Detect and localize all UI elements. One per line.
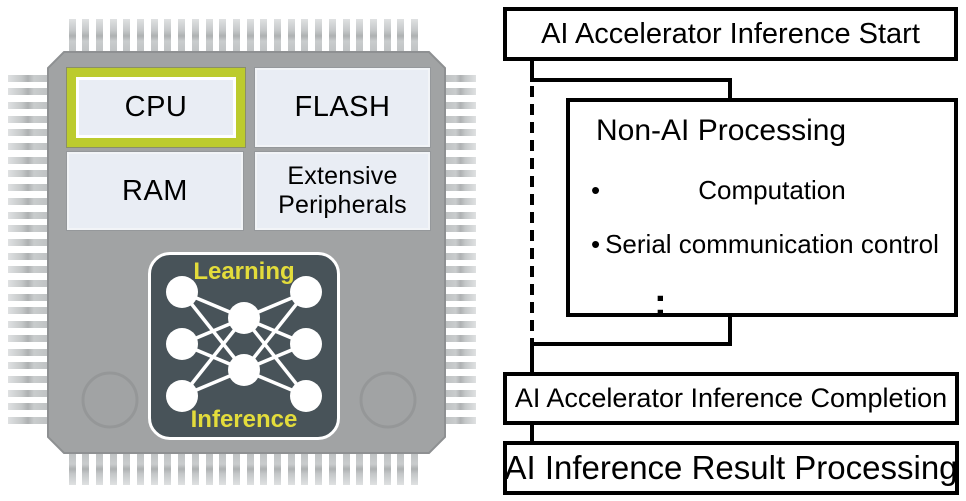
bullet-marker: • — [590, 229, 601, 259]
bullet-text: Serial communication control — [605, 229, 939, 259]
microcontroller-chip: CPU FLASH RAM Extensive Peripherals Lear… — [8, 19, 476, 485]
start-label: AI Accelerator Inference Start — [541, 17, 920, 50]
bullet-marker: • — [590, 175, 601, 205]
connector-start-to-nonai — [530, 59, 732, 98]
ram-block: RAM — [67, 152, 243, 230]
non-ai-title: Non-AI Processing — [596, 114, 847, 147]
flash-block: FLASH — [255, 68, 430, 147]
chip-dimple-right — [359, 371, 417, 429]
neural-network-graphic — [166, 276, 322, 412]
accelerator-learning-label: Learning — [193, 258, 295, 285]
accelerator-inference-label: Inference — [190, 406, 298, 433]
chip-pins — [8, 19, 476, 485]
non-ai-processing-box: Non-AI Processing • Computation • Serial… — [566, 98, 958, 322]
completion-label: AI Accelerator Inference Completion — [514, 383, 948, 413]
chip-dimple-left — [81, 371, 139, 429]
ram-label: RAM — [122, 174, 188, 207]
result-label: AI Inference Result Processing — [504, 449, 958, 486]
flash-label: FLASH — [294, 91, 391, 123]
bullet-serial-communication: • Serial communication control — [587, 228, 940, 260]
connector-nonai-to-completion — [530, 315, 732, 374]
peripherals-block: Extensive Peripherals — [255, 152, 430, 230]
completion-box: AI Accelerator Inference Completion — [503, 372, 959, 425]
result-box: AI Inference Result Processing — [503, 441, 959, 495]
cpu-label: CPU — [124, 91, 188, 123]
bullet-computation: • Computation — [587, 174, 940, 206]
start-box: AI Accelerator Inference Start — [503, 7, 958, 61]
ai-accelerator-block: Learning Inference — [148, 252, 340, 440]
peripherals-label: Extensive Peripherals — [278, 162, 407, 219]
bullet-text: Computation — [698, 175, 846, 205]
cpu-block: CPU — [67, 68, 245, 147]
continuation-ellipsis: : — [654, 282, 667, 324]
